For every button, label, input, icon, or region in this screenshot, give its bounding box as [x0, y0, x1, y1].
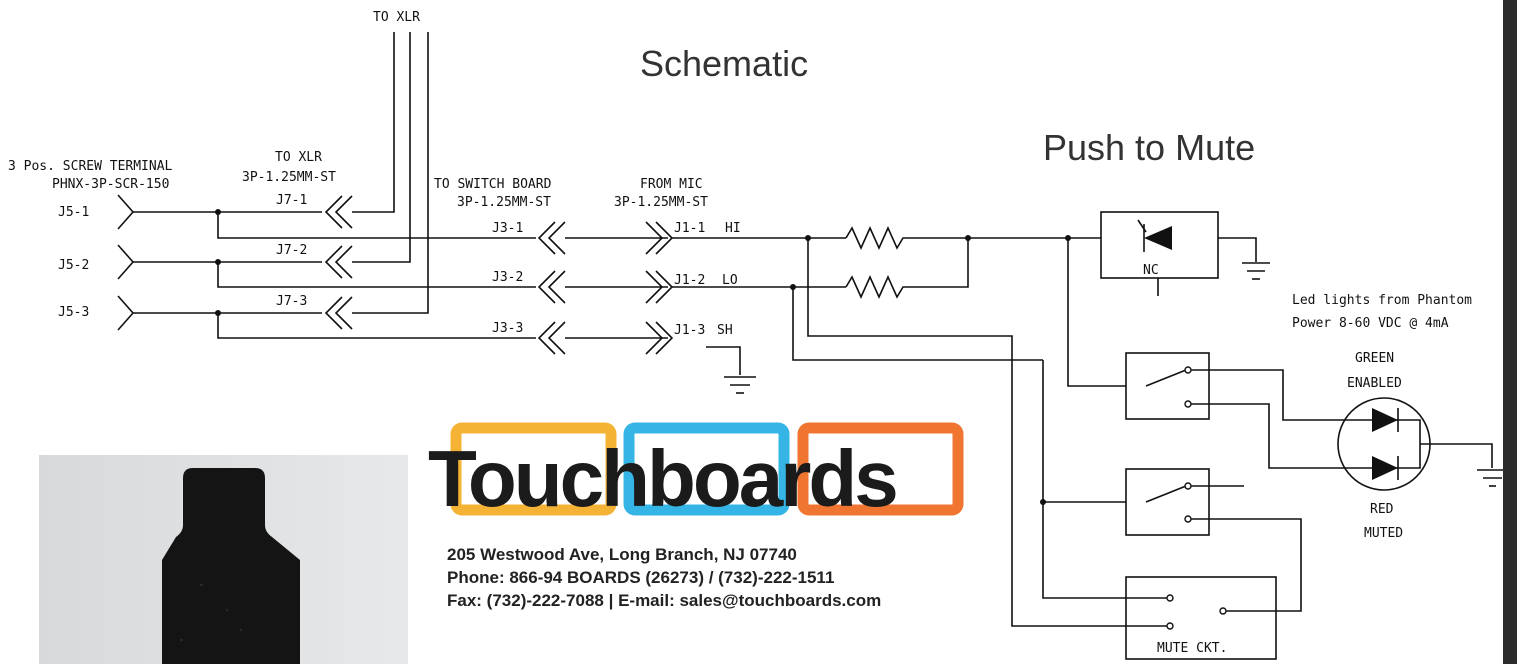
company-address: 205 Westwood Ave, Long Branch, NJ 07740 — [447, 545, 797, 564]
j5-to-j7-wires — [133, 209, 322, 316]
j7-connector-symbols — [324, 195, 353, 330]
j1-1-label: J1-1 — [674, 221, 705, 236]
hi-label: HI — [725, 221, 741, 236]
j1-connector-symbols — [645, 221, 674, 355]
j5-1-label: J5-1 — [58, 205, 89, 220]
mic-line-wires — [672, 237, 846, 375]
to-xlr-top-label: TO XLR — [373, 10, 420, 25]
shield-ground-symbol — [724, 376, 756, 394]
j7-3-label: J7-3 — [276, 294, 307, 309]
screw-terminal-part: PHNX-3P-SCR-150 — [52, 177, 169, 192]
mute-ckt-label: MUTE CKT. — [1157, 641, 1227, 656]
j1-3-label: J1-3 — [674, 323, 705, 338]
nc-label: NC — [1143, 263, 1159, 278]
j3-1-label: J3-1 — [492, 221, 523, 236]
j3-to-j1-wires — [565, 237, 668, 339]
push-to-mute-title: Push to Mute — [1043, 127, 1255, 168]
relay-switch-1 — [1125, 352, 1372, 469]
to-xlr-part: 3P-1.25MM-ST — [242, 170, 336, 185]
resistor-lo — [845, 238, 969, 299]
xlr-vertical-wires — [352, 32, 429, 314]
sh-label: SH — [717, 323, 733, 338]
from-mic-part: 3P-1.25MM-ST — [614, 195, 708, 210]
screw-terminal-label: 3 Pos. SCREW TERMINAL — [8, 159, 173, 174]
logo-wordmark: Touchboards — [428, 434, 896, 523]
mute-circuit-box: MUTE CKT. — [1125, 576, 1277, 660]
control-wires — [792, 238, 1126, 627]
product-photo — [39, 455, 408, 664]
bicolor-led — [1337, 397, 1493, 491]
nc-switch-box: NC — [1100, 211, 1257, 296]
touchboards-logo: Touchboards — [428, 422, 964, 523]
screw-terminal-pins — [117, 194, 135, 331]
j7-2-label: J7-2 — [276, 243, 307, 258]
schematic-title: Schematic — [640, 43, 808, 84]
window-edge-bar — [1503, 0, 1517, 664]
switch-board-part: 3P-1.25MM-ST — [457, 195, 551, 210]
from-mic-label: FROM MIC — [640, 177, 703, 192]
signal-bus-wires — [217, 212, 536, 339]
nc-ground-symbol — [1242, 262, 1270, 280]
lo-label: LO — [722, 273, 738, 288]
muted-label: MUTED — [1364, 526, 1403, 541]
j3-3-label: J3-3 — [492, 321, 523, 336]
red-label: RED — [1370, 502, 1394, 517]
led-ground-symbol — [1477, 469, 1508, 487]
j1-2-label: J1-2 — [674, 273, 705, 288]
relay-switch-2 — [1125, 468, 1302, 612]
resistor-hi — [845, 226, 968, 250]
to-switch-board-label: TO SWITCH BOARD — [434, 177, 552, 192]
j3-connector-symbols — [537, 221, 566, 355]
j5-3-label: J5-3 — [58, 305, 89, 320]
led-note-line1: Led lights from Phantom — [1292, 293, 1472, 308]
j3-2-label: J3-2 — [492, 270, 523, 285]
j5-2-label: J5-2 — [58, 258, 89, 273]
enabled-label: ENABLED — [1347, 376, 1402, 391]
green-label: GREEN — [1355, 351, 1394, 366]
company-phone: Phone: 866-94 BOARDS (26273) / (732)-222… — [447, 568, 834, 587]
company-fax-email: Fax: (732)-222-7088 | E-mail: sales@touc… — [447, 591, 881, 610]
led-note-line2: Power 8-60 VDC @ 4mA — [1292, 316, 1449, 331]
to-xlr-label: TO XLR — [275, 150, 322, 165]
j7-1-label: J7-1 — [276, 193, 307, 208]
